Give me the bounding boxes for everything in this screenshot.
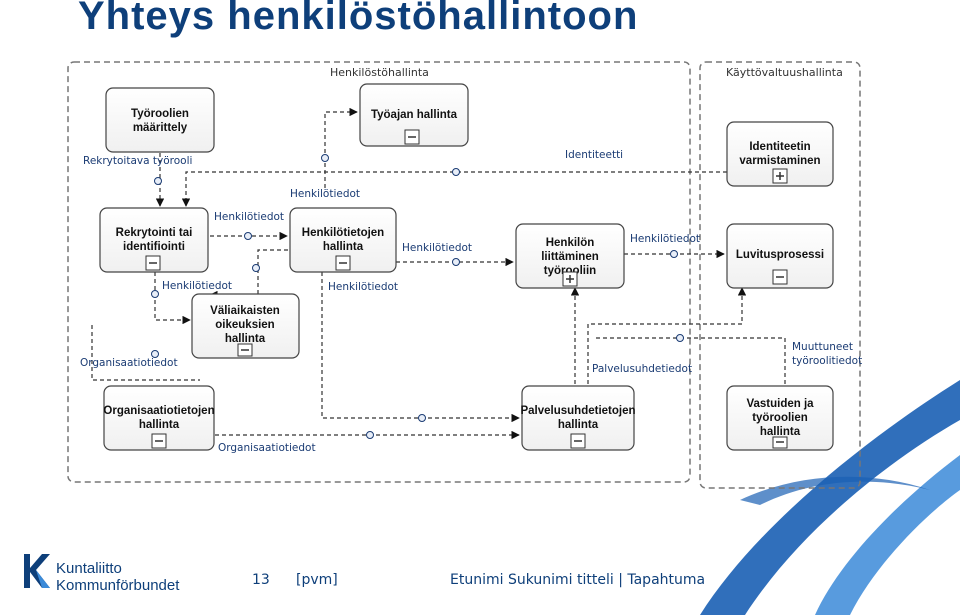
svg-text:Identiteetin: Identiteetin	[749, 141, 810, 153]
flow-label-muuttuneet-line2: työroolitiedot	[792, 355, 862, 367]
connectors	[91, 107, 786, 440]
flow-label-henkilotiedot-rekry: Henkilötiedot	[214, 211, 284, 223]
box-valiaikaisten-oikeuksien-hallinta: Väliaikaisten oikeuksien hallinta	[191, 293, 300, 359]
svg-text:Palvelusuhdetietojen: Palvelusuhdetietojen	[520, 405, 635, 417]
flow-label-henkilotiedot-val: Henkilötiedot	[162, 280, 232, 292]
svg-text:Vastuiden ja: Vastuiden ja	[746, 398, 814, 410]
box-identiteetin-varmistaminen: Identiteetin varmistaminen	[726, 121, 834, 187]
pool-kayttovaltuushallinta	[699, 61, 861, 489]
svg-text:Työroolien: Työroolien	[131, 108, 189, 120]
flow-label-organisaatiotiedot-left: Organisaatiotiedot	[80, 357, 178, 369]
svg-text:identifiointi: identifiointi	[123, 241, 185, 253]
svg-text:hallinta: hallinta	[225, 333, 266, 345]
pool-label-access: Käyttövaltuushallinta	[726, 66, 843, 79]
box-tyoajan-hallinta: Työajan hallinta	[359, 83, 469, 147]
svg-text:varmistaminen: varmistaminen	[739, 155, 820, 167]
decorative-swoosh	[700, 380, 960, 615]
svg-text:Organisaatiotietojen: Organisaatiotietojen	[103, 405, 214, 417]
svg-text:Henkilötietojen: Henkilötietojen	[302, 227, 384, 239]
svg-text:hallinta: hallinta	[323, 241, 364, 253]
flow-markers	[151, 154, 684, 439]
box-henkilon-liittaminen-tyorooliin: Henkilön liittäminen työrooliin	[515, 223, 625, 289]
svg-text:Luvitusprosessi: Luvitusprosessi	[736, 249, 824, 261]
svg-text:Väliaikaisten: Väliaikaisten	[210, 305, 280, 317]
box-palvelusuhdetietojen-hallinta: Palvelusuhdetietojen hallinta	[520, 385, 636, 451]
svg-text:työrooliin: työrooliin	[544, 265, 596, 277]
box-organisaatiotietojen-hallinta: Organisaatiotietojen hallinta	[103, 385, 215, 451]
pool-label-hr: Henkilöstöhallinta	[330, 66, 429, 79]
flow-label-palvelusuhdetiedot: Palvelusuhdetiedot	[592, 363, 692, 375]
author-line: Etunimi Sukunimi titteli | Tapahtuma	[450, 572, 706, 588]
svg-text:Rekrytointi tai: Rekrytointi tai	[116, 227, 193, 239]
svg-text:Työajan hallinta: Työajan hallinta	[371, 109, 458, 121]
svg-text:Henkilön: Henkilön	[546, 237, 595, 249]
box-henkilotietojen-hallinta: Henkilötietojen hallinta	[289, 207, 397, 273]
kuntaliitto-logo-icon	[24, 554, 50, 588]
flow-label-muuttuneet-line1: Muuttuneet	[792, 341, 853, 353]
flow-label-henkilotiedot-top: Henkilötiedot	[290, 188, 360, 200]
pool-henkilostohallinta	[67, 61, 691, 483]
box-luvitusprosessi: Luvitusprosessi	[726, 223, 834, 289]
logo-text-fi: Kuntaliitto	[56, 560, 122, 577]
svg-text:liittäminen: liittäminen	[541, 251, 599, 263]
svg-text:hallinta: hallinta	[139, 419, 180, 431]
box-vastuiden-ja-tyoroolien-hallinta: Vastuiden ja työroolien hallinta	[726, 385, 834, 451]
flow-label-henkilotiedot-bottom: Henkilötiedot	[328, 281, 398, 293]
svg-text:työroolien: työroolien	[752, 412, 808, 424]
flow-label-henkilotiedot-mid: Henkilötiedot	[402, 242, 472, 254]
flow-label-identiteetti: Identiteetti	[565, 149, 623, 161]
flow-label-henkilotiedot-right: Henkilötiedot	[630, 233, 700, 245]
svg-text:oikeuksien: oikeuksien	[215, 319, 274, 331]
svg-text:hallinta: hallinta	[760, 426, 801, 438]
slide-number: 13	[252, 572, 270, 588]
box-rekrytointi: Rekrytointi tai identifiointi	[99, 207, 209, 273]
page-title: Yhteys henkilöstöhallintoon	[78, 0, 639, 38]
svg-text:määrittely: määrittely	[133, 122, 188, 134]
logo-text-sv: Kommunförbundet	[56, 577, 180, 594]
box-tyoroolien-maarittely: Työroolien määrittely	[105, 87, 215, 153]
flow-label-organisaatiotiedot-bottom: Organisaatiotiedot	[218, 442, 316, 454]
svg-text:hallinta: hallinta	[558, 419, 599, 431]
flow-label-rekrytoitava-tyorooli: Rekrytoitava työrooli	[83, 155, 192, 167]
date-placeholder: [pvm]	[296, 572, 338, 588]
